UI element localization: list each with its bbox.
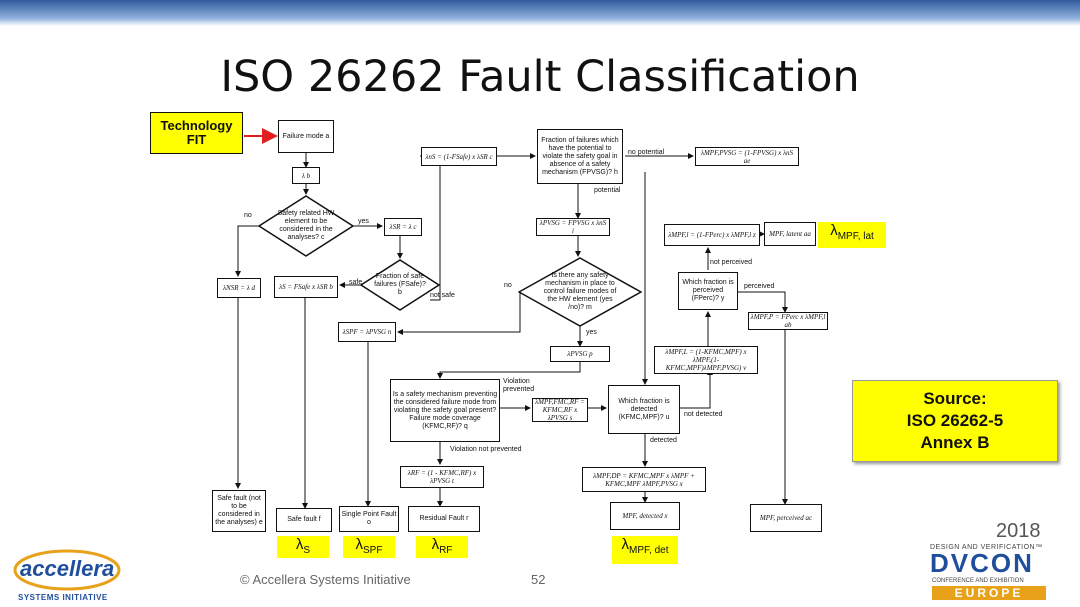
mpf-perceived-box: MPF, perceived ac: [750, 504, 822, 532]
mpf-latent-box: MPF, latent aa: [764, 222, 816, 246]
fraction-safe-text: Fraction of safe failures (FSafe)? b: [374, 273, 426, 296]
dvcon-year: 2018: [996, 520, 1041, 542]
safety-related-decision: [258, 195, 354, 257]
lambda-pvsg2-box: λPVSG p: [550, 346, 610, 362]
safe-fault-not-box: Safe fault (not to be considered in the …: [212, 490, 266, 532]
lambda-mpf-pvsg-box: λMPF,PVSG = (1-FPVSG) x λnS ae: [695, 147, 799, 166]
lambda-pvsg-box: λPVSG = FPVSG x λnS i: [536, 218, 610, 236]
source-annex: Annex B: [920, 433, 990, 452]
source-box: Source: ISO 26262-5 Annex B: [852, 380, 1058, 462]
safety-mechanism-box: Is a safety mechanism preventing the con…: [390, 379, 500, 442]
single-point-fault-box: Single Point Fault o: [339, 506, 399, 532]
lambda-box: λ b: [292, 167, 320, 184]
lambda-spf-highlight: λSPF: [343, 536, 395, 558]
failure-mode-box: Failure mode a: [278, 120, 334, 153]
lambda-rf-highlight: λRF: [416, 536, 468, 558]
lambda-nsr-box: λNSR = λ d: [217, 278, 261, 298]
safe-fault-box: Safe fault f: [276, 508, 332, 532]
slide-title: ISO 26262 Fault Classification: [220, 52, 860, 102]
accellera-name: accellera: [20, 556, 115, 581]
dvcon-tag2: CONFERENCE AND EXHIBITION: [932, 578, 1024, 584]
control-fault-decision: [518, 257, 642, 327]
lambda-mpf-detected-box: λMPF,DP = KFMC,MPF x λMPF + KFMC,MPF λMP…: [582, 467, 706, 492]
fraction-potential-box: Fraction of failures which have the pote…: [537, 129, 623, 184]
lambda-spf-box: λSPF = λPVSG n: [338, 322, 396, 342]
lambda-sr-box: λSR = λ c: [384, 218, 422, 236]
accellera-tagline: SYSTEMS INITIATIVE: [18, 593, 108, 602]
lambda-mpf-det-highlight: λMPF, det: [612, 536, 678, 564]
source-label: Source:: [923, 389, 987, 408]
edge-label-violation-not-prevented: Violation not prevented: [450, 446, 522, 453]
lambda-mpf-lat-highlight: λMPF, lat: [818, 222, 886, 248]
edge-label-perceived: perceived: [744, 283, 775, 290]
top-banner: [0, 0, 1080, 26]
lambda-ns-box: λnS = (1-FSafe) x λSR c: [421, 147, 497, 166]
accellera-swoosh-icon: [13, 549, 121, 591]
source-standard: ISO 26262-5: [906, 411, 1004, 430]
edge-label-no2: no: [504, 282, 512, 289]
dvcon-tag1: DESIGN AND VERIFICATION™: [930, 544, 1043, 551]
edge-label-not-safe: not safe: [430, 292, 455, 299]
control-fault-text: Is there any safety mechanism in place t…: [543, 272, 617, 311]
which-perceived-box: Which fraction is perceived (FPerc)? y: [678, 272, 738, 310]
lambda-s-box: λS = FSafe x λSR b: [274, 276, 338, 298]
fraction-safe-decision: [360, 259, 440, 311]
lambda-mpf-fmc-rf-box: λMPF,FMC,RF = KFMC,RF x λPVSG s: [532, 398, 588, 422]
edge-label-no-potential: no potential: [628, 149, 665, 156]
edge-label-no: no: [244, 212, 252, 219]
edge-label-violation-prevented: Violation prevented: [503, 378, 535, 393]
edge-label-yes: yes: [358, 218, 369, 225]
safety-related-text: Safety related HW element to be consider…: [277, 210, 335, 241]
edge-label-potential: potential: [594, 187, 621, 194]
edge-label-detected: detected: [650, 437, 677, 444]
edge-label-yes2: yes: [586, 329, 597, 336]
dvcon-logo: 2018 DESIGN AND VERIFICATION™ DVCON CONF…: [930, 520, 1070, 602]
lambda-mpf-perceived-box: λMPF,P = FPerc x λMPF,l ab: [748, 312, 828, 330]
which-detected-box: Which fraction is detected (KFMC,MPF)? u: [608, 385, 680, 434]
lambda-rf-box: λRF = (1 - KFMC,RF) x λPVSG t: [400, 466, 484, 488]
edge-label-not-detected: not detected: [684, 411, 723, 418]
technology-fit-box: Technology FIT: [150, 112, 243, 154]
mpf-detected-box: MPF, detected x: [610, 502, 680, 530]
accellera-logo: accellera SYSTEMS INITIATIVE: [12, 548, 122, 604]
dvcon-name: DVCON: [930, 548, 1034, 578]
lambda-mpf-latent-box: λMPF,l = (1-FPerc) x λMPF,l z: [664, 224, 760, 246]
dvcon-region: EUROPE: [932, 586, 1046, 600]
lambda-s-highlight: λS: [277, 536, 329, 558]
edge-label-not-perceived: not perceived: [710, 259, 753, 266]
page-number: 52: [531, 572, 546, 587]
lambda-mpf-l-box: λMPF,L = (1-KFMC,MPF) x λMPF,(1-KFMC,MPF…: [654, 346, 758, 374]
residual-fault-box: Residual Fault r: [408, 506, 480, 532]
edge-label-safe: safe: [349, 279, 363, 286]
copyright-text: © Accellera Systems Initiative: [240, 572, 411, 587]
